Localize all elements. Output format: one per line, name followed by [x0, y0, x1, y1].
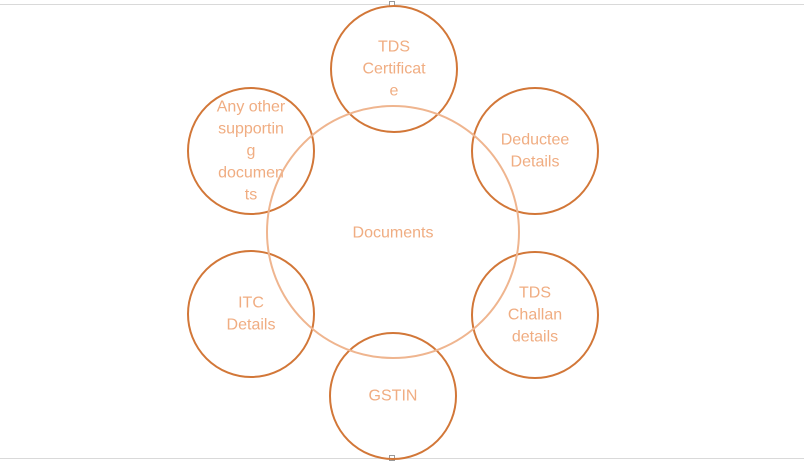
node-itc-details[interactable]: ITC Details [187, 250, 315, 378]
node-circle-gstin [329, 332, 457, 460]
center-node-documents[interactable]: Documents [266, 105, 520, 359]
node-label-any-other-supporting-documents-line-1: Any other [217, 99, 286, 116]
node-label-tds-certificate-line-3: e [390, 83, 399, 100]
node-circle-tds-challan-details [471, 251, 599, 379]
node-gstin[interactable]: GSTIN [329, 332, 457, 460]
node-label-tds-challan-details-line-2: Challan [508, 307, 562, 324]
node-circle-deductee-details [471, 87, 599, 215]
center-circle [266, 105, 520, 359]
node-label-tds-challan-details-line-3: details [512, 329, 558, 346]
node-tds-challan-details[interactable]: TDS Challan details [471, 251, 599, 379]
node-circle-itc-details [187, 250, 315, 378]
frame-top-border [0, 4, 804, 5]
node-label-itc-details-line-2: Details [227, 317, 276, 334]
node-label-any-other-supporting-documents-line-4: documen [218, 165, 284, 182]
node-tds-certificate[interactable]: TDS Certificat e [330, 5, 458, 133]
node-label-any-other-supporting-documents-line-3: g [247, 143, 256, 160]
center-label-line-1: Documents [353, 225, 434, 242]
node-label-deductee-details-line-1: Deductee [501, 132, 570, 149]
node-label-deductee-details-line-2: Details [511, 154, 560, 171]
node-label-tds-certificate-line-1: TDS [378, 39, 410, 56]
node-label-tds-certificate-line-2: Certificat [362, 61, 426, 78]
node-circle-any-other-supporting-documents [187, 87, 315, 215]
node-label-any-other-supporting-documents-line-5: ts [245, 187, 257, 204]
node-label-itc-details-line-1: ITC [238, 295, 264, 312]
node-any-other-supporting-documents[interactable]: Any other supportin g documen ts [187, 87, 315, 215]
node-circle-tds-certificate [330, 5, 458, 133]
node-label-gstin-line-1: GSTIN [369, 388, 418, 405]
node-label-any-other-supporting-documents-line-2: supportin [218, 121, 284, 138]
node-label-tds-challan-details-line-1: TDS [519, 285, 551, 302]
